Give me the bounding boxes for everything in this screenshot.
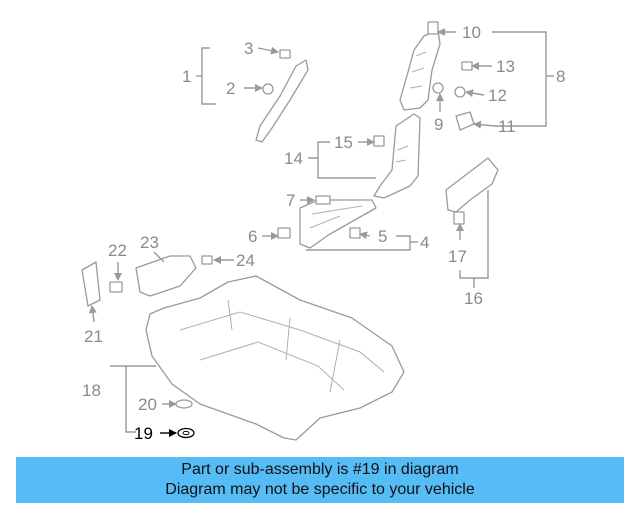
callout-12: 12 bbox=[488, 86, 507, 105]
seatbelt-anchor-cover-10 bbox=[427, 21, 439, 35]
parts-diagram: 1 2 3 4 5 6 7 8 9 10 11 12 13 14 15 16 1… bbox=[81, 21, 565, 443]
callout-1: 1 bbox=[182, 67, 191, 86]
callout-17: 17 bbox=[448, 247, 467, 266]
callout-4: 4 bbox=[420, 233, 429, 252]
clip-9 bbox=[432, 82, 444, 94]
clip-17 bbox=[453, 211, 465, 225]
callout-3: 3 bbox=[244, 39, 253, 58]
callout-2: 2 bbox=[226, 79, 235, 98]
callout-10: 10 bbox=[462, 23, 481, 42]
clip-22 bbox=[109, 281, 123, 293]
b-pillar-upper-trim bbox=[399, 29, 441, 111]
trim-cover-11 bbox=[455, 111, 475, 131]
b-pillar-lower-trim bbox=[373, 113, 421, 199]
clip-6 bbox=[277, 227, 291, 239]
callout-21: 21 bbox=[84, 327, 103, 346]
info-banner: Part or sub-assembly is #19 in diagram D… bbox=[16, 457, 624, 503]
kick-panel bbox=[81, 261, 101, 307]
clip-15 bbox=[373, 135, 385, 147]
clip-5 bbox=[349, 227, 361, 239]
a-pillar-trim bbox=[255, 59, 309, 143]
callout-8: 8 bbox=[556, 67, 565, 86]
rear-quarter-trim bbox=[445, 157, 499, 213]
callout-19: 19 bbox=[134, 424, 153, 443]
callout-16: 16 bbox=[464, 289, 483, 308]
banner-line-part: Part or sub-assembly is #19 in diagram bbox=[181, 461, 459, 478]
callout-5: 5 bbox=[378, 227, 387, 246]
banner-line-disclaimer: Diagram may not be specific to your vehi… bbox=[165, 481, 475, 498]
clip-7 bbox=[315, 195, 331, 205]
callout-11: 11 bbox=[498, 117, 516, 136]
callout-15: 15 bbox=[334, 133, 353, 152]
floor-carpet bbox=[145, 275, 405, 441]
scuff-plate bbox=[299, 199, 377, 249]
callout-24: 24 bbox=[236, 251, 255, 270]
callout-18: 18 bbox=[82, 381, 101, 400]
callout-20: 20 bbox=[138, 395, 157, 414]
clip-12 bbox=[454, 86, 466, 98]
callout-13: 13 bbox=[496, 57, 515, 76]
clip-24 bbox=[201, 255, 213, 265]
clip-2 bbox=[262, 83, 274, 95]
callout-23: 23 bbox=[140, 233, 159, 252]
pad-20 bbox=[175, 399, 193, 409]
clip-3 bbox=[279, 49, 291, 59]
clip-13 bbox=[461, 61, 473, 71]
callout-14: 14 bbox=[284, 149, 303, 168]
callout-9: 9 bbox=[434, 115, 443, 134]
callout-6: 6 bbox=[248, 227, 257, 246]
bracket-23 bbox=[135, 255, 197, 297]
callout-22: 22 bbox=[108, 241, 127, 260]
callout-7: 7 bbox=[286, 191, 295, 210]
part-19-grommet bbox=[177, 427, 195, 439]
